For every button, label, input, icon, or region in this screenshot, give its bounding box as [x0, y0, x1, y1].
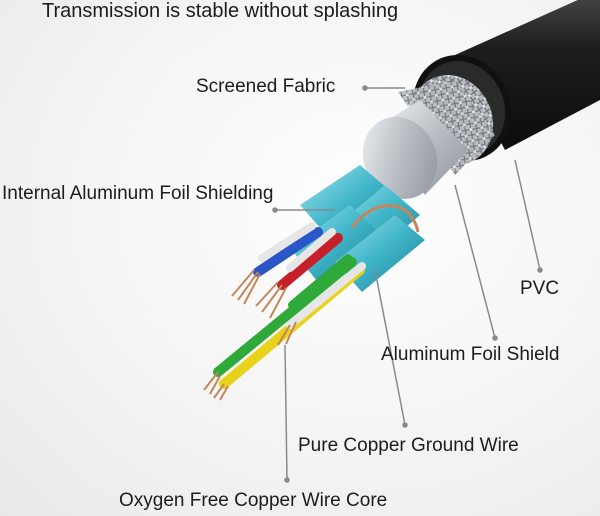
wire-core-label: Oxygen Free Copper Wire Core [119, 490, 388, 511]
pvc-label: PVC [520, 278, 560, 299]
ground-wire-label: Pure Copper Ground Wire [298, 435, 519, 456]
insulated-wires [213, 222, 366, 389]
screened-fabric-label: Screened Fabric [196, 76, 336, 97]
aluminum-foil-shield-label: Aluminum Foil Shield [381, 344, 560, 365]
aluminum-foil-shield [362, 100, 468, 199]
leader-lines [272, 85, 543, 483]
copper-strands [203, 269, 297, 401]
headline-text: Transmission is stable without splashing [42, 0, 399, 22]
internal-foil-label: Internal Aluminum Foil Shielding [2, 183, 274, 204]
copper-drain-loop [350, 204, 420, 233]
